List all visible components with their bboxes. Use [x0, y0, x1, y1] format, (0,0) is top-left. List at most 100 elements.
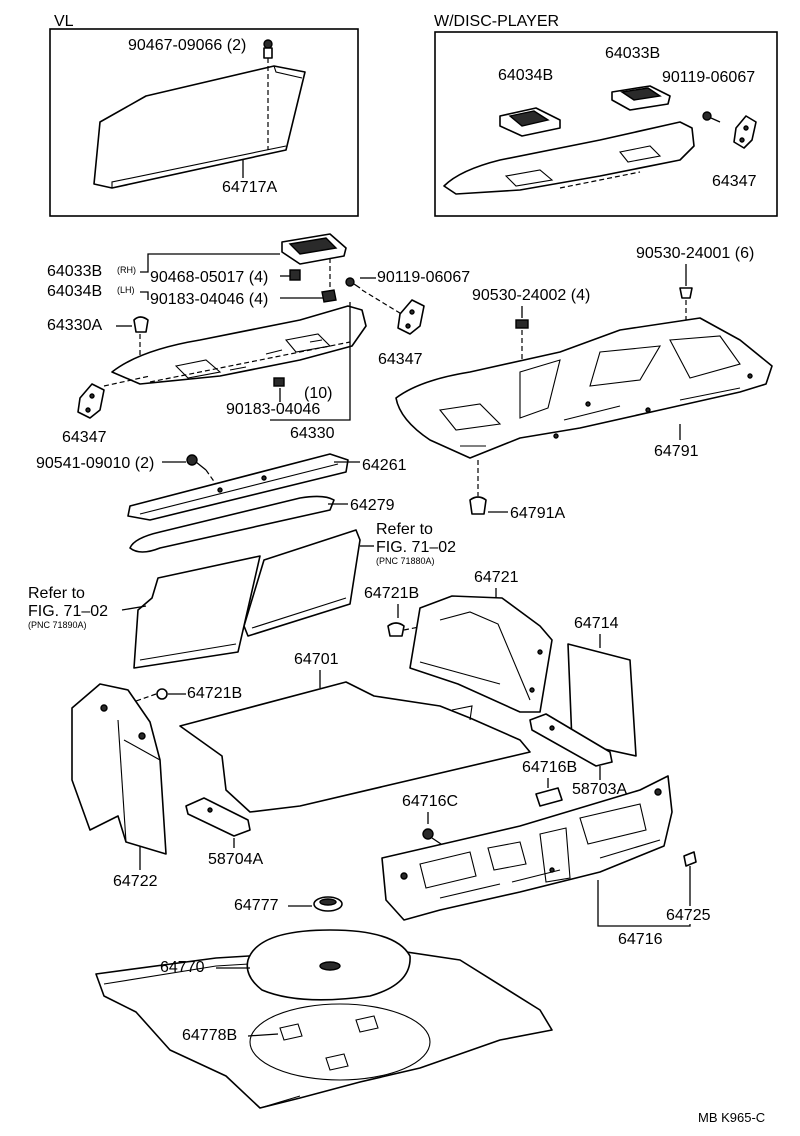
label-64034b-inset: 64034B — [498, 67, 553, 84]
speaker-cover-64034b-icon — [499, 107, 561, 137]
label-refer-left-1: Refer to — [28, 585, 85, 602]
package-tray-inset — [443, 121, 695, 195]
label-64033b-inset: 64033B — [605, 45, 660, 62]
label-64701: 64701 — [294, 651, 339, 668]
screw-icon — [186, 454, 207, 471]
diagram-code: MB K965-C — [698, 1110, 765, 1125]
group-trunk-floor: 64770 64778B — [95, 929, 553, 1109]
part-trunk-floor — [95, 947, 553, 1109]
part-64714-panel — [567, 643, 637, 757]
part-64721-trim — [409, 595, 553, 713]
clip-64716b-icon — [535, 787, 563, 807]
label-64279: 64279 — [350, 497, 395, 514]
part-64261-sill — [127, 453, 349, 521]
label-90183-04046-bot: 90183-04046 — [226, 401, 320, 418]
group-64722: 64721B 64722 — [71, 683, 242, 890]
label-64330a: 64330A — [47, 317, 102, 334]
group-64701: 64701 — [179, 651, 531, 813]
label-64721b-top: 64721B — [364, 585, 419, 602]
part-64330-tray — [111, 305, 367, 385]
part-64791-board — [395, 317, 773, 459]
label-64716c: 64716C — [402, 793, 458, 810]
bracket-64347-mid-icon — [397, 299, 425, 335]
part-64777-grommet — [313, 896, 343, 912]
inset-vl-title: VL — [54, 13, 74, 30]
panel-left-icon — [133, 555, 261, 669]
clip-64725-icon — [683, 851, 697, 867]
inset-disc-title: W/DISC-PLAYER — [434, 13, 559, 30]
label-90530-24002: 90530-24002 (4) — [472, 287, 590, 304]
label-64770: 64770 — [160, 959, 205, 976]
clip-64716c-icon — [422, 828, 445, 847]
label-90119-inset: 90119-06067 — [662, 69, 755, 86]
label-64034b-lh: 64034B — [47, 283, 102, 300]
clip-64330a-icon — [133, 316, 149, 333]
label-64722: 64722 — [113, 873, 158, 890]
group-58704a: 58704A — [185, 797, 263, 868]
label-10: (10) — [304, 385, 332, 402]
bracket-64347-left-icon — [77, 383, 105, 419]
group-package-tray: 64033B (RH) 64034B (LH) 90468-05017 (4) … — [47, 233, 470, 446]
label-64716b: 64716B — [522, 759, 577, 776]
label-64716: 64716 — [618, 931, 663, 948]
group-64791: 90530-24001 (6) 90530-24002 (4) 64791 — [395, 245, 773, 522]
part-58703a-strip — [529, 713, 613, 767]
label-58703a: 58703A — [572, 781, 627, 798]
part-64701-mat — [179, 681, 531, 813]
label-refer-right-3: (PNC 71880A) — [376, 556, 435, 566]
clip-64721b-icon — [387, 622, 405, 637]
clip-icon — [273, 377, 285, 387]
label-58704a: 58704A — [208, 851, 263, 868]
group-64716: 64716B 64716C 64725 — [381, 759, 711, 948]
inset-vl-frame — [49, 28, 359, 217]
label-90119-06067: 90119-06067 — [377, 269, 470, 286]
nut-icon — [289, 269, 301, 281]
label-90468-05017: 90468-05017 (4) — [150, 269, 268, 286]
label-refer-left-3: (PNC 71890A) — [28, 620, 87, 630]
label-64330: 64330 — [290, 425, 335, 442]
part-64279-weatherstrip — [129, 495, 335, 553]
label-lh-suffix: (LH) — [117, 285, 135, 295]
label-64347-mid: 64347 — [378, 351, 423, 368]
label-90467-09066: 90467-09066 (2) — [128, 37, 246, 54]
inset-disc-frame — [434, 31, 778, 217]
label-refer-right-1: Refer to — [376, 521, 433, 538]
screw-icon — [702, 111, 721, 123]
speaker-cover-64033b-icon — [281, 233, 347, 265]
group-58703a: 58703A — [529, 713, 627, 798]
label-64261: 64261 — [362, 457, 407, 474]
label-64778b: 64778B — [182, 1027, 237, 1044]
label-64033b-rh: 64033B — [47, 263, 102, 280]
group-64777: 64777 — [234, 896, 343, 914]
clip-icon — [263, 39, 273, 59]
label-64347-left: 64347 — [62, 429, 107, 446]
label-90183-04046-top: 90183-04046 (4) — [150, 291, 268, 308]
part-64770-cover — [246, 929, 411, 1001]
label-64791: 64791 — [654, 443, 699, 460]
speaker-cover-64033b-icon — [611, 85, 671, 111]
clip-icon — [679, 287, 693, 299]
label-refer-left-2: FIG. 71–02 — [28, 603, 108, 620]
group-refer-panels: Refer to FIG. 71–02 (PNC 71880A) Refer t… — [28, 521, 456, 669]
label-64791a: 64791A — [510, 505, 565, 522]
part-64716-panel — [381, 775, 673, 921]
inset-vl: VL 90467-09066 (2) 64717A — [49, 13, 359, 217]
label-refer-right-2: FIG. 71–02 — [376, 539, 456, 556]
inset-disc-player: W/DISC-PLAYER 64033B 64034B 90119-06067 … — [434, 13, 778, 217]
label-90530-24001: 90530-24001 (6) — [636, 245, 754, 262]
label-rh-suffix: (RH) — [117, 265, 136, 275]
clip-icon — [321, 289, 337, 303]
part-64717a-panel — [93, 65, 306, 189]
clip-icon — [515, 319, 529, 329]
part-64722-trim — [71, 683, 167, 855]
clip-64791a-icon — [469, 496, 487, 515]
label-64714: 64714 — [574, 615, 619, 632]
bracket-64347-inset-icon — [733, 115, 757, 149]
label-64721: 64721 — [474, 569, 519, 586]
group-64714: 64714 — [567, 615, 637, 757]
label-64721b-left: 64721B — [187, 685, 242, 702]
panel-right-icon — [243, 529, 361, 637]
group-sill-64261: 90541-09010 (2) 64261 64279 — [36, 453, 407, 553]
group-64721: 64721 64721B — [364, 569, 553, 713]
